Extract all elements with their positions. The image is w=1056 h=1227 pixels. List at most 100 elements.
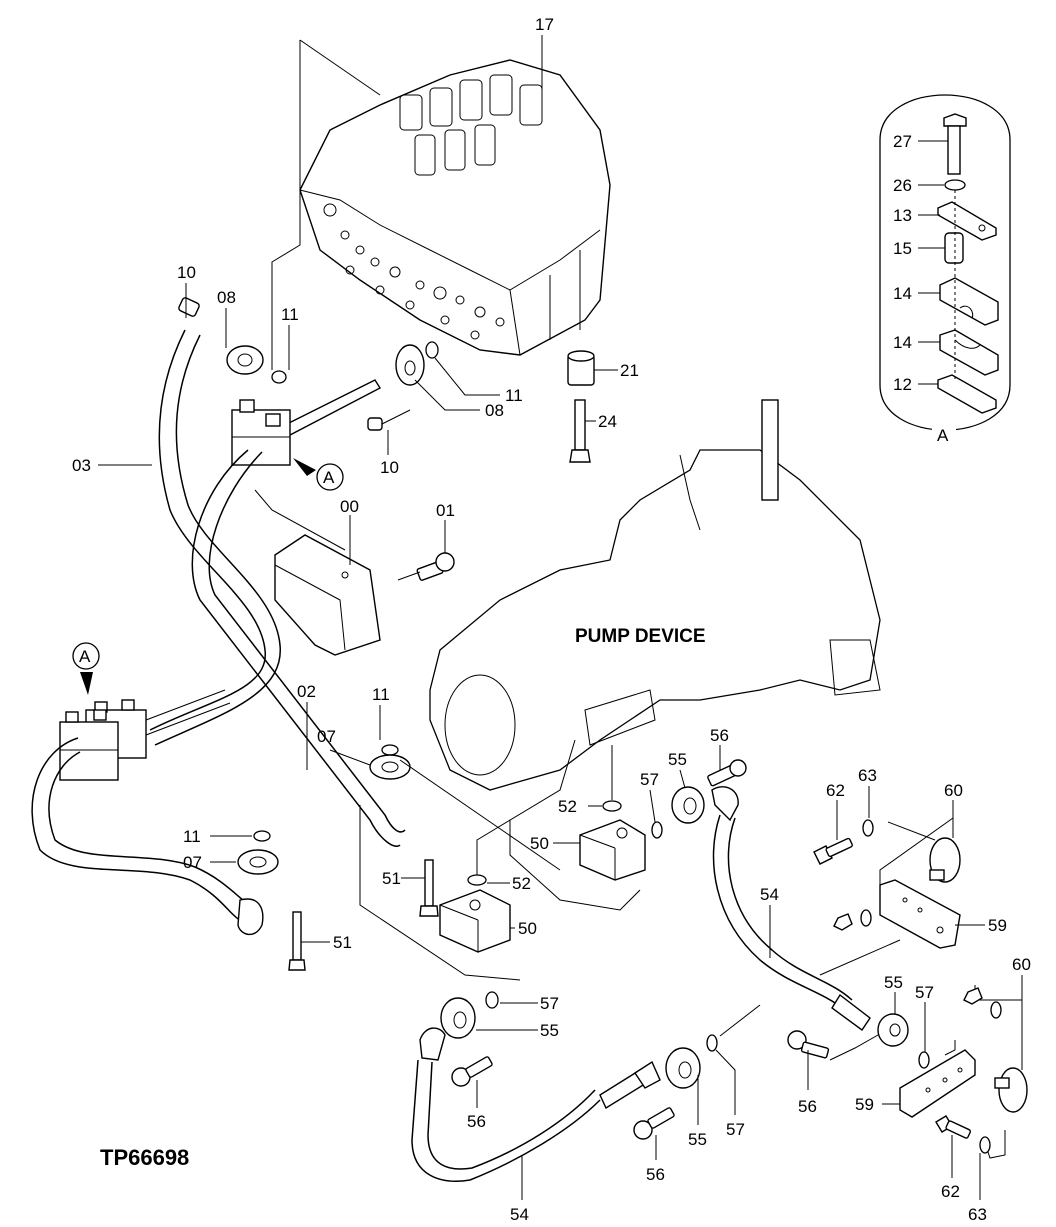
callout-00: 00 [340,497,359,516]
callout-56c: 56 [646,1165,665,1184]
control-valve: 17 [299,15,611,356]
callout-52b: 52 [512,874,531,893]
callout-56b: 56 [467,1112,486,1131]
flange-07-lower-left: 07 [183,849,279,875]
flange-08-upper: 08 [217,288,264,375]
bolt-01: 01 [397,501,455,581]
callout-57b: 57 [540,994,559,1013]
detail-callout-27: 27 [893,132,912,151]
callout-24: 24 [598,412,617,431]
bolt-24: 24 [569,399,617,463]
washer-63-lower: 63 [968,1130,1006,1224]
callout-59b: 59 [855,1095,874,1114]
callout-60a: 60 [944,781,963,800]
flange-55-lower-left: 55 [440,997,559,1040]
figure-number: TP66698 [100,1145,189,1170]
washer-upper [860,909,872,927]
detail-marker-upper-label: A [323,468,335,487]
detail-marker-lower [72,642,100,670]
flange-55-lower-middle: 55 [665,1047,707,1149]
oring-11-middle: 11 [372,685,399,756]
callout-50b: 50 [518,919,537,938]
oring-57-lower-left: 57 [485,991,559,1013]
flange-08-right: 08 11 [395,341,523,420]
callout-57a: 57 [640,770,659,789]
oring-57-lower-right: 57 [915,983,934,1069]
callout-62b: 62 [941,1182,960,1201]
detail-callout-12: 12 [893,375,912,394]
hose-02 [191,449,401,847]
washer-lower [990,1001,1002,1019]
callout-07a: 07 [317,727,336,746]
callout-10a: 10 [177,263,196,282]
callout-57d: 57 [915,983,934,1002]
block-50-upper: 50 [509,819,646,911]
callout-50a: 50 [530,834,549,853]
callout-11d: 11 [183,827,201,846]
bolt-56-upper: 56 [707,726,747,787]
washer-63-upper: 63 [858,766,877,837]
detail-pointer-upper [293,458,316,476]
callout-55c: 55 [688,1130,707,1149]
callout-52a: 52 [558,797,577,816]
callout-56a: 56 [710,726,729,745]
bolt-56-lower-left: 56 [451,1056,493,1131]
bolt-10-lower: 10 [367,409,411,477]
callout-08b: 08 [485,401,504,420]
detail-pointer-lower [80,672,93,695]
callout-51b: 51 [333,933,352,952]
detail-marker-upper [316,463,344,491]
callout-08a: 08 [217,288,236,307]
callout-55b: 55 [540,1021,559,1040]
plate-59-lower: 59 [855,1040,976,1118]
callout-56d: 56 [798,1097,817,1116]
callout-62a: 62 [826,781,845,800]
callout-54a: 54 [760,885,779,904]
nut-lower [963,987,983,1005]
sensor-60-lower: 60 [974,955,1031,1113]
callout-63a: 63 [858,766,877,785]
bracket-00: 00 [254,489,381,656]
callout-59a: 59 [988,916,1007,935]
pump-device: PUMP DEVICE [429,399,881,791]
callout-21: 21 [620,361,639,380]
callout-01: 01 [436,501,455,520]
callout-51a: 51 [382,869,401,888]
flange-07-middle: 07 [317,727,411,780]
callout-63b: 63 [968,1205,987,1222]
flange-55-lower-right: 55 [877,973,909,1047]
bolt-56-lower-middle: 56 [633,1107,675,1184]
hose-03 [149,329,266,731]
callout-07b: 07 [183,853,202,872]
callout-55d: 55 [884,973,903,992]
bolt-10-upper: 10 [177,263,200,318]
bolt-62-lower: 62 [935,1115,972,1201]
nut-upper [833,913,853,931]
plate-59-upper: 59 [879,879,1007,949]
callout-54b: 54 [510,1205,529,1222]
oring-57-lower-middle: 57 [706,1004,761,1139]
oring-52-lower: 52 [467,739,576,893]
oring-11-lower-left: 11 [183,827,271,846]
oring-57-upper: 57 [640,770,663,839]
detail-a-label: A [937,426,949,445]
bushing-21: 21 [567,350,639,386]
pump-device-label: PUMP DEVICE [575,626,706,647]
detail-a-inset: 27 26 13 15 14 14 12 A [879,94,1011,445]
hose-54-right [712,814,846,1011]
detail-callout-14b: 14 [893,333,912,352]
detail-callout-26: 26 [893,176,912,195]
callout-02: 02 [297,682,316,701]
callout-60b: 60 [1012,955,1031,974]
detail-callout-14a: 14 [893,284,912,303]
clamp-lower [59,689,231,781]
callout-17: 17 [535,15,554,34]
callout-11a: 11 [281,305,299,324]
detail-marker-lower-label: A [79,647,91,666]
bolt-62-upper: 62 [813,781,853,865]
callout-11b: 11 [505,386,523,405]
bolt-51-middle: 51 [382,859,439,917]
bolt-51-left: 51 [288,911,352,971]
hose-54-bottom [411,1059,601,1182]
